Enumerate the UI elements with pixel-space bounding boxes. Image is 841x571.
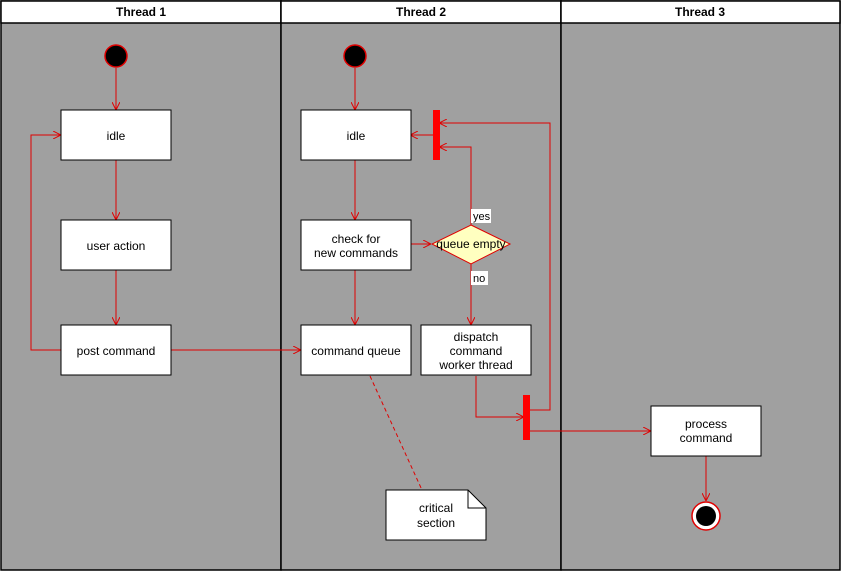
action-user-action: user action xyxy=(60,219,172,271)
guard-yes: yes xyxy=(471,209,491,223)
action-label: idle xyxy=(107,129,126,143)
action-label-line-1: check for xyxy=(332,232,381,246)
guard-no: no xyxy=(471,271,488,285)
swimlane-thread-2: Thread 2 xyxy=(280,0,562,571)
action-check-for-new-commands: check for new commands xyxy=(300,219,412,271)
edge-fork-bar-to-join-bar xyxy=(440,123,551,411)
edges xyxy=(30,68,706,500)
edge-dispatch-to-fork-bar xyxy=(475,376,523,417)
swimlane-thread-3: Thread 3 xyxy=(560,0,841,571)
action-label: user action xyxy=(87,239,146,253)
action-label-line-2: command xyxy=(680,431,733,445)
lane-title-thread-2: Thread 2 xyxy=(396,5,446,19)
action-label-line-2: new commands xyxy=(314,246,398,260)
action-dispatch-command-worker-thread: dispatch command worker thread xyxy=(420,324,532,376)
edge-yes-to-join-bar xyxy=(440,147,472,225)
decision-label: queue empty xyxy=(436,237,505,251)
action-label-line-2: command xyxy=(450,344,503,358)
note-critical-section: critical section xyxy=(385,489,487,541)
end-node-thread-3 xyxy=(691,501,721,531)
guard-label: no xyxy=(473,273,485,285)
start-node-thread-2 xyxy=(343,44,367,68)
action-label-line-1: dispatch xyxy=(454,330,499,344)
guard-label: yes xyxy=(473,211,491,223)
note-label-line-1: critical xyxy=(419,501,453,515)
action-label-line-1: process xyxy=(685,417,727,431)
join-bar xyxy=(433,110,440,160)
action-label: idle xyxy=(347,129,366,143)
start-node-thread-1 xyxy=(104,44,128,68)
note-label-line-2: section xyxy=(417,516,455,530)
action-label: post command xyxy=(77,344,156,358)
decision-queue-empty: queue empty xyxy=(430,224,512,265)
action-command-queue: command queue xyxy=(300,324,412,376)
action-post-command: post command xyxy=(60,324,172,376)
swimlane-thread-1: Thread 1 xyxy=(0,0,282,571)
fork-bar xyxy=(523,395,530,440)
action-idle-thread-1: idle xyxy=(60,109,172,161)
action-idle-thread-2: idle xyxy=(300,109,412,161)
edge-post-command-loop-to-idle1 xyxy=(30,135,61,351)
action-process-command: process command xyxy=(650,405,762,457)
lane-title-thread-3: Thread 3 xyxy=(675,5,725,19)
action-label: command queue xyxy=(311,344,401,358)
action-label-line-3: worker thread xyxy=(438,358,512,372)
lane-title-thread-1: Thread 1 xyxy=(116,5,166,19)
